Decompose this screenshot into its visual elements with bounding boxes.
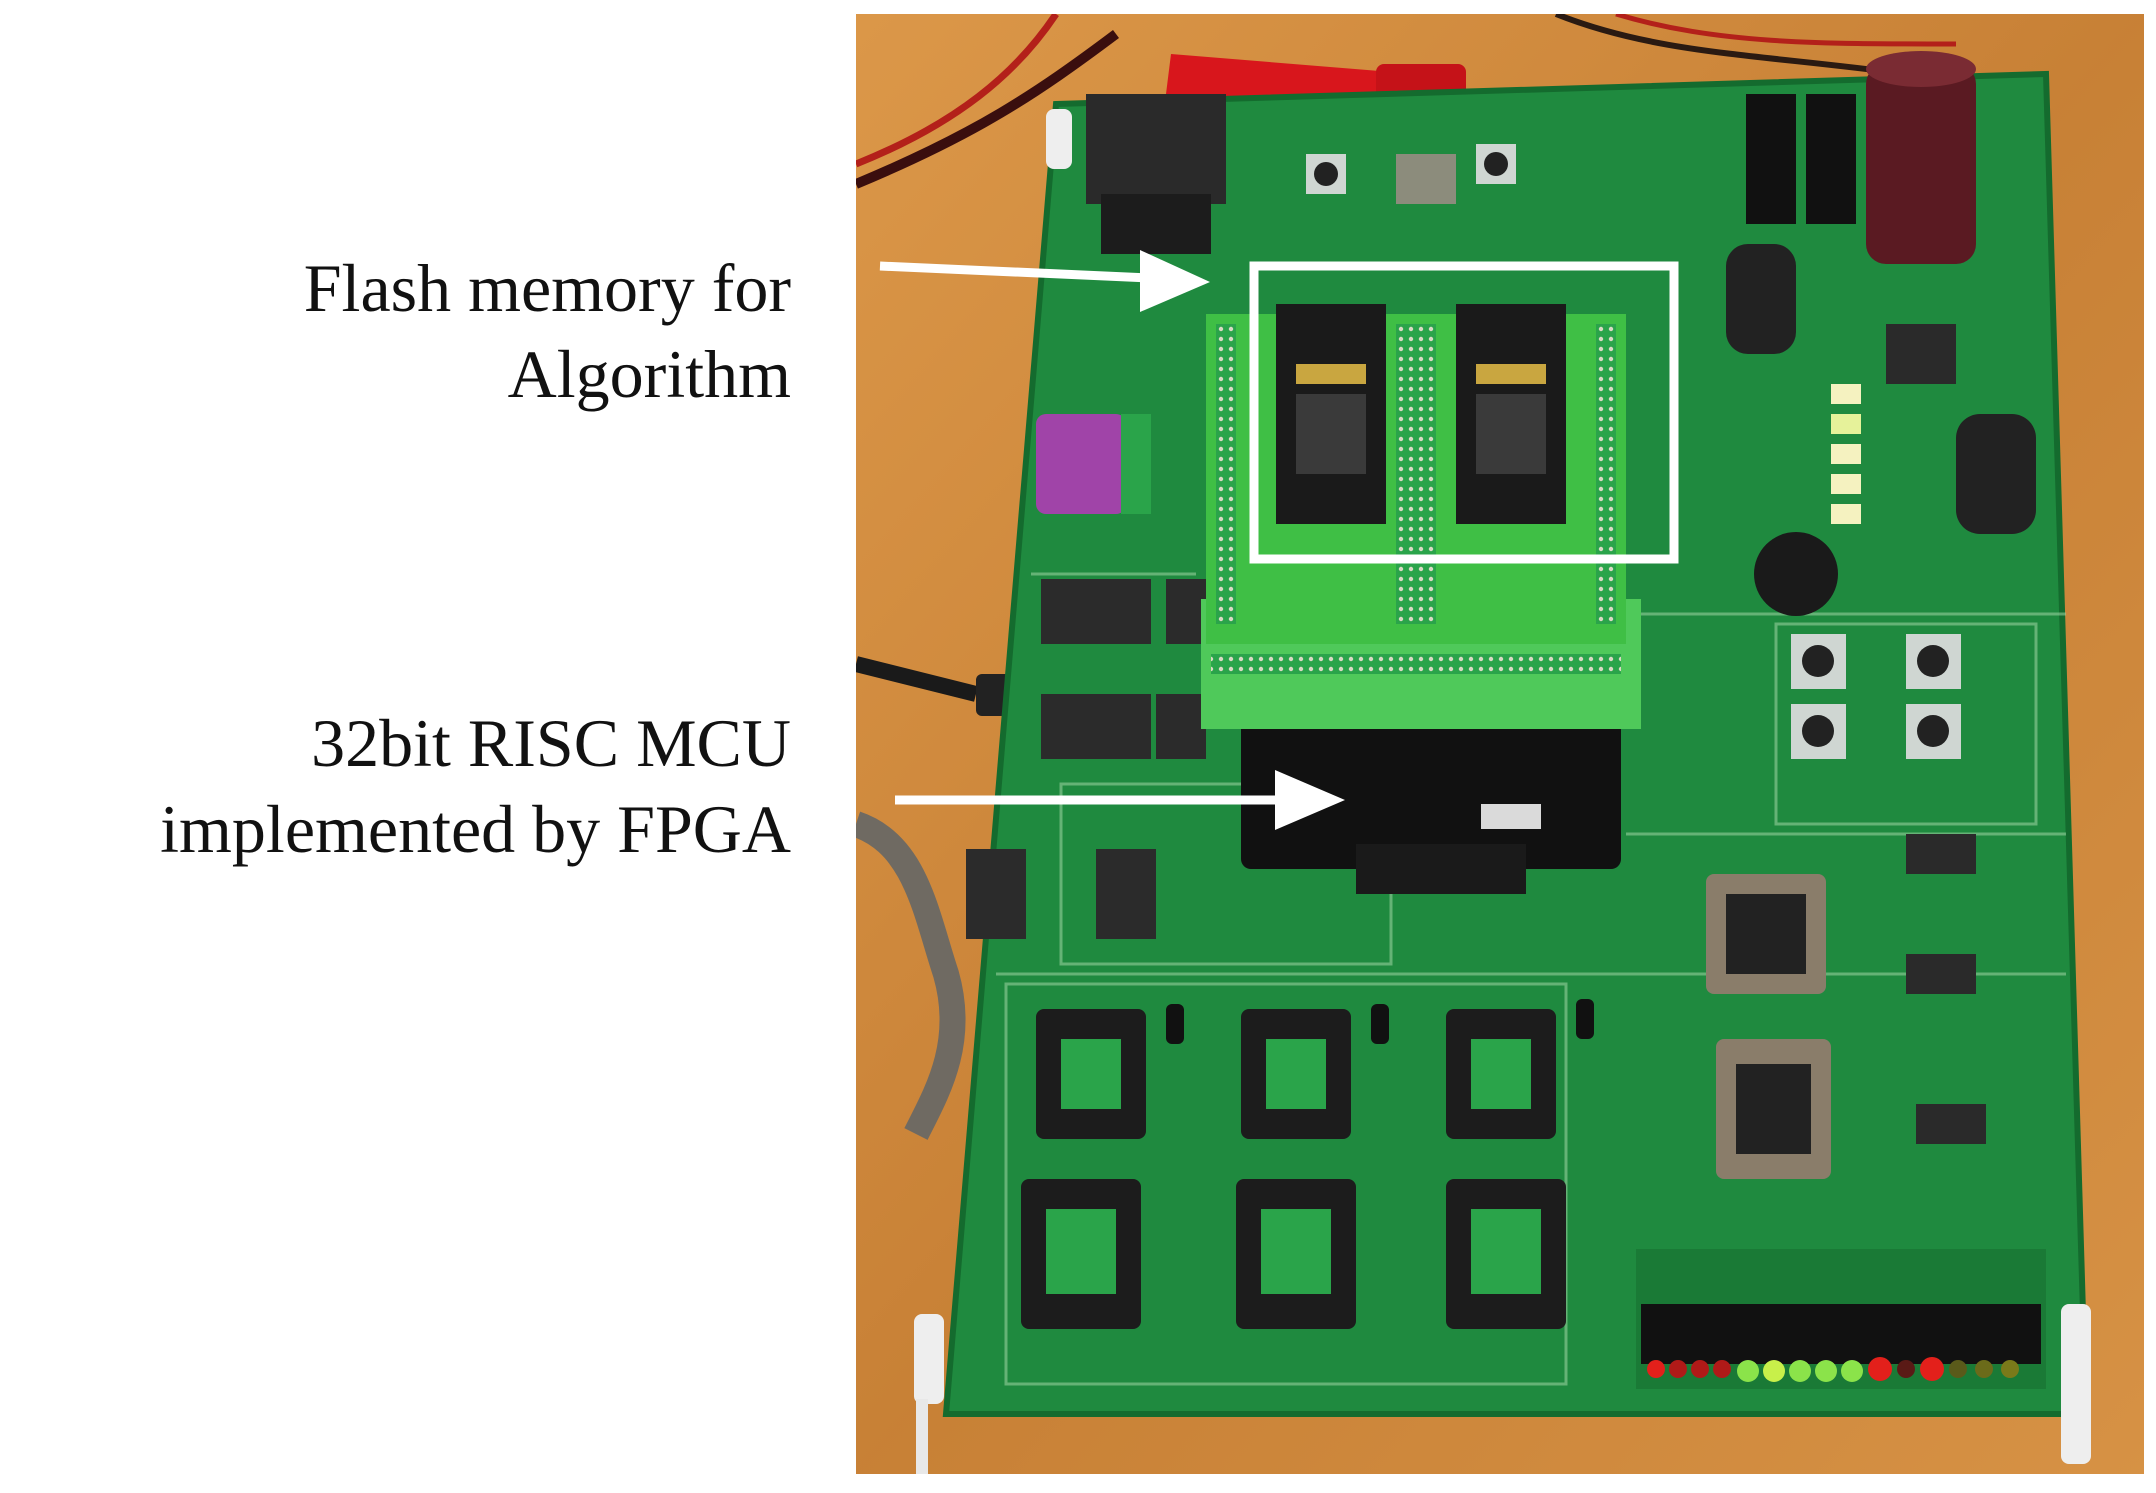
plcc-sockets	[1021, 1009, 1566, 1329]
small-capacitors	[1166, 999, 1594, 1044]
risc-mcu-label-line1: 32bit RISC MCU	[311, 705, 791, 781]
serial-connector	[1086, 94, 1226, 204]
flash-highlight-box	[1249, 261, 1679, 564]
battery	[1036, 414, 1126, 514]
red-wire	[856, 14, 1059, 168]
capacitor	[1726, 244, 1796, 354]
pushbutton-array	[1791, 634, 1961, 759]
voltage-regulator	[1806, 94, 1856, 224]
flash-adapter-board	[1201, 304, 1641, 729]
gray-cable	[856, 811, 966, 1140]
flash-memory-label-line1: Flash memory for	[303, 250, 791, 326]
standoff	[1046, 109, 1072, 169]
voltage-regulator	[1746, 94, 1796, 224]
led-bar	[1636, 1249, 2046, 1389]
status-leds	[1831, 384, 1861, 524]
standoff	[914, 1314, 944, 1404]
capacitor	[1956, 414, 2036, 534]
black-cable	[856, 29, 1119, 189]
usb-cable	[856, 656, 978, 702]
buzzer	[1754, 532, 1838, 616]
flash-memory-label-line2: Algorithm	[507, 336, 791, 412]
standoff	[2061, 1304, 2091, 1464]
plcc-chips-right	[1706, 874, 1831, 1179]
risc-mcu-label: 32bit RISC MCU implemented by FPGA	[160, 700, 791, 872]
fpga-board-photo	[856, 14, 2144, 1474]
dip-switches	[1906, 834, 1986, 1144]
large-capacitor	[1866, 51, 1976, 264]
flash-memory-label: Flash memory for Algorithm	[304, 245, 791, 417]
risc-mcu-label-line2: implemented by FPGA	[160, 791, 791, 867]
memory-chips	[966, 579, 1206, 939]
fpga-mcu-socket	[1241, 719, 1621, 894]
